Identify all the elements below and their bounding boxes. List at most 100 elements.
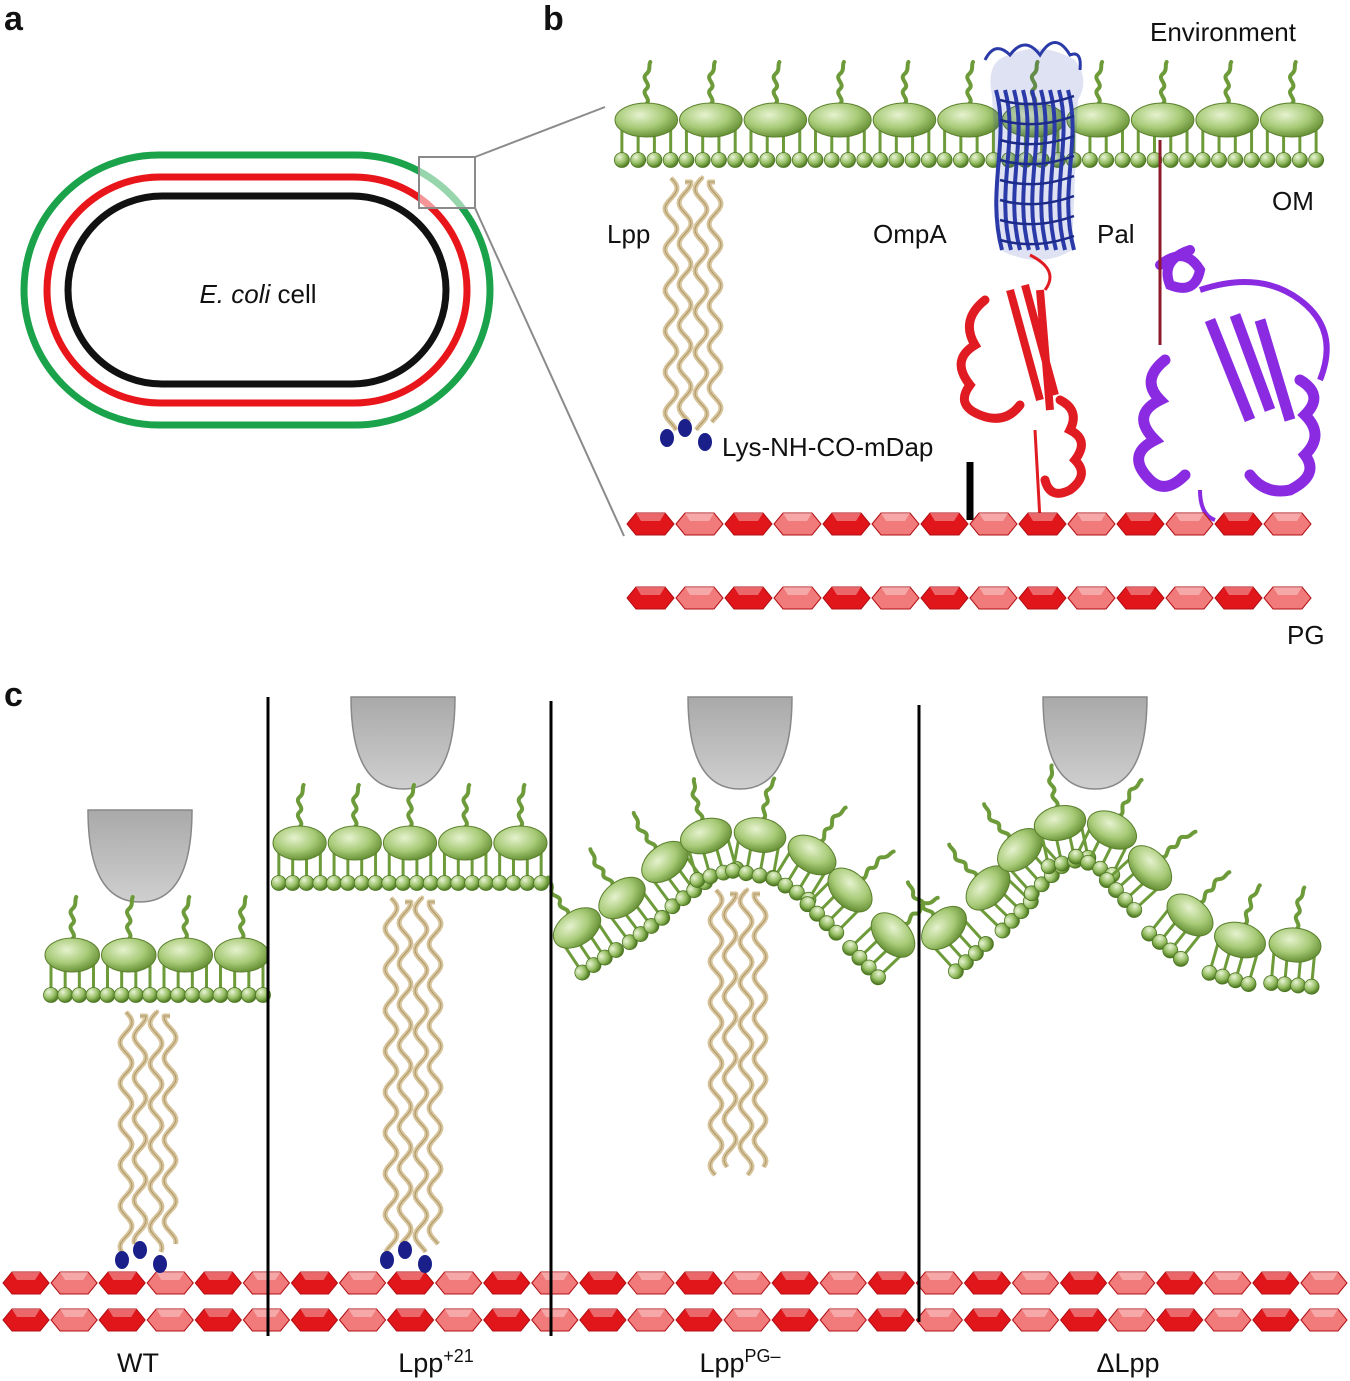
lipid-wavy-tail [295,783,306,829]
lipid-head [272,825,327,861]
pg-bead-highlight [832,587,861,595]
ompa-beta-strand [994,89,1004,251]
pg-bead [1165,586,1214,610]
pg-bead-highlight [1213,1272,1242,1280]
pg-bead [1252,1308,1300,1332]
lipid-ball [298,875,315,891]
pg-bead-highlight [492,1272,521,1280]
pg-bead-highlight [1028,587,1057,595]
panel-c-membranes [43,763,1322,1003]
pg-bead-highlight [1069,1272,1098,1280]
lipid-ball [478,875,494,891]
lipid-head [214,937,270,973]
lipid-unit [872,60,937,168]
lipid-ball [156,987,172,1003]
pal-helix-right [1244,374,1321,497]
lipid-ball [694,152,711,168]
pg-bead-highlight [781,1272,810,1280]
pg-bead [194,1271,243,1295]
lipid-wavy-tail [900,60,911,106]
lipid-unit [765,805,848,908]
pg-bead-highlight [396,1272,425,1280]
lipid-ball [113,987,130,1003]
lipid-head [1268,927,1322,963]
lipid-ball [422,875,439,891]
pal-helix-top [1155,245,1206,293]
ompa-barrel-loop [999,174,1075,186]
lipid-head [101,937,157,973]
pg-bead [627,1271,675,1295]
lipid-unit [947,842,1039,939]
pg-bead-highlight [925,1309,954,1317]
pg-bead-highlight [156,1309,185,1317]
lpp-crosslink-ball [153,1255,167,1273]
lpp-helix-shade [664,177,678,431]
lipid-ball [727,152,744,168]
lipid-head [382,825,438,861]
condition-label-lpp-pg-minus: LppPG– [699,1346,780,1378]
pg-bead [675,1308,723,1332]
pg-bead-highlight [1309,1272,1338,1280]
lipid-unit [1201,883,1266,992]
lipid-ball [856,152,873,168]
pg-bead-highlight [881,587,910,595]
lipid-wavy-tail [1159,829,1198,860]
lpp-helix-shade [678,181,692,423]
pg-bead [1116,512,1165,536]
lipid-head [1166,893,1214,937]
lipid-wavy-tail [902,895,940,926]
pal-pg-contact [1198,489,1216,522]
pg-bead-highlight [1069,1309,1098,1317]
lpp-crosslink-ball [398,1241,412,1259]
ompa-extracellular-loops [983,41,1082,71]
pg-bead [1067,512,1116,536]
pg-bead-highlight [930,587,959,595]
lipid-ball [436,875,453,891]
peptidoglycan-ring [43,173,471,407]
pg-bead [920,512,969,536]
lipid-ball [630,152,647,168]
lipid-ball [904,152,921,168]
lipid-ball [1162,152,1179,168]
lipid-head [1127,845,1173,891]
lipid-unit [546,875,624,981]
zoom-line-top [474,106,606,158]
lipid-ball [775,152,792,168]
lipid-ball [395,875,411,891]
lipid-wavy-tail [516,783,527,829]
pg-bead-highlight [734,513,763,521]
condition-label-wt: WT [117,1348,159,1378]
pg-bead [483,1271,531,1295]
pg-bead-highlight [877,1272,906,1280]
lipid-ball [284,875,301,891]
lipid-ball [464,875,481,891]
pg-label: PG [1287,620,1325,650]
lpp-helix-shade [708,181,722,423]
pg-bead-highlight [973,1272,1002,1280]
ompa-barrel-loop [999,214,1075,226]
pg-bead [579,1308,627,1332]
pg-bead-highlight [685,513,714,521]
pg-bead [1011,1271,1060,1295]
ompa-pg-contact [1033,429,1042,521]
peptidoglycan-layers [626,512,1312,610]
pg-bead-highlight [1224,587,1253,595]
pg-bead-highlight [1261,1309,1290,1317]
pg-bead-highlight [636,587,665,595]
pg-bead [579,1271,627,1295]
lipid-unit [270,783,329,891]
pg-bead [773,586,822,610]
pg-bead [338,1308,387,1332]
lipid-wavy-tail [836,60,846,106]
lpp-helix-shade [739,889,753,1176]
lipid-wavy-tail [406,783,416,829]
pg-bead [50,1308,98,1332]
pg-bead [963,1308,1012,1332]
pg-bead [242,1271,291,1295]
pg-bead-highlight [685,1272,714,1280]
lipid-ball [807,152,824,168]
lpp-crosslink-ball [660,429,674,447]
lipid-wavy-tail [642,60,653,106]
lipid-wavy-tail [760,776,777,822]
